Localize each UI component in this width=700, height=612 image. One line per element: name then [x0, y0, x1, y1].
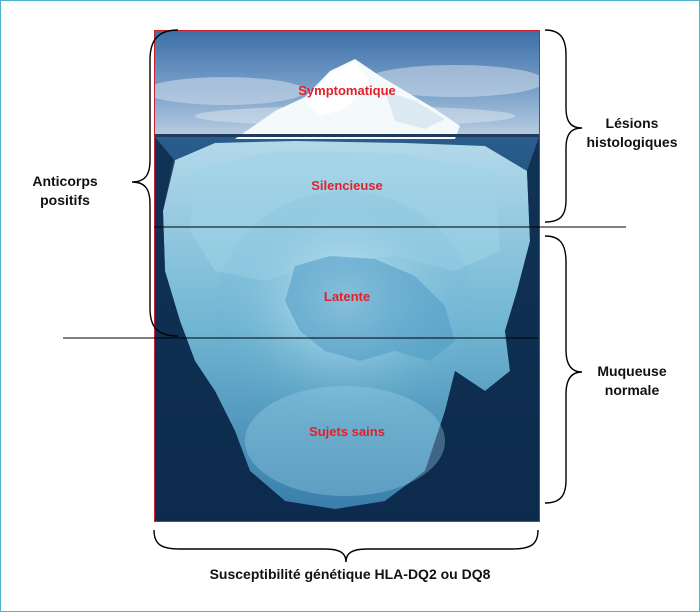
label-muqueuse-line2: normale	[604, 382, 660, 398]
iceberg-image: Symptomatique Silencieuse Latente Sujets…	[154, 30, 540, 522]
label-lesions-line2: histologiques	[586, 134, 678, 150]
label-muqueuse-normale: Muqueuse normale	[572, 362, 692, 400]
label-lesions-line1: Lésions	[605, 115, 659, 131]
zone-label-silencieuse: Silencieuse	[311, 178, 383, 193]
label-anticorps-line2: positifs	[40, 192, 90, 208]
zone-label-sujets-sains: Sujets sains	[309, 424, 385, 439]
label-susceptibilite-genetique: Susceptibilité génétique HLA-DQ2 ou DQ8	[209, 566, 491, 582]
label-lesions-histologiques: Lésions histologiques	[572, 114, 692, 152]
label-anticorps-positifs: Anticorps positifs	[10, 172, 120, 210]
label-anticorps-line1: Anticorps	[32, 173, 98, 189]
label-muqueuse-line1: Muqueuse	[597, 363, 667, 379]
zone-label-symptomatique: Symptomatique	[298, 83, 396, 98]
iceberg-illustration	[155, 31, 539, 521]
zone-label-latente: Latente	[323, 289, 371, 304]
